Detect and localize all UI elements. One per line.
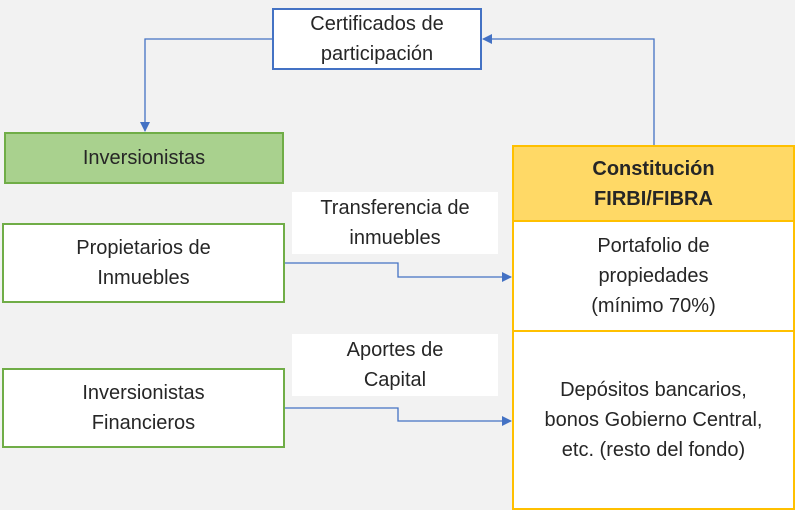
transferencia-text: Transferencia de inmuebles: [320, 197, 470, 249]
portafolio-node: Portafolio de propiedades (mínimo 70%): [512, 220, 795, 332]
depositos-label: Depósitos bancarios, bonos Gobierno Cent…: [544, 379, 763, 461]
certificados-label: Certificados de participación: [310, 13, 444, 65]
portafolio-label: Portafolio de propiedades (mínimo 70%): [591, 235, 716, 317]
financieros-node: Inversionistas Financieros: [2, 368, 285, 448]
transferencia-edge-label: Transferencia de inmuebles: [292, 192, 498, 254]
connector-financieros-to-depositos: [285, 407, 512, 426]
propietarios-node: Propietarios de Inmuebles: [2, 223, 285, 303]
inversionistas-node: Inversionistas: [4, 132, 284, 184]
aportes-edge-label: Aportes de Capital: [292, 334, 498, 396]
constitucion-node: Constitución FIRBI/FIBRA: [512, 145, 795, 222]
depositos-node: Depósitos bancarios, bonos Gobierno Cent…: [512, 330, 795, 510]
inversionistas-label: Inversionistas: [82, 147, 206, 169]
connector-certificados-to-inversionistas: [140, 38, 272, 132]
propietarios-label: Propietarios de Inmuebles: [76, 237, 211, 289]
certificados-node: Certificados de participación: [272, 8, 482, 70]
aportes-text: Aportes de Capital: [346, 339, 444, 391]
connector-constitucion-to-certificados: [482, 34, 655, 145]
connector-propietarios-to-portafolio: [285, 262, 512, 282]
financieros-label: Inversionistas Financieros: [82, 382, 205, 434]
constitucion-label: Constitución FIRBI/FIBRA: [592, 157, 715, 210]
